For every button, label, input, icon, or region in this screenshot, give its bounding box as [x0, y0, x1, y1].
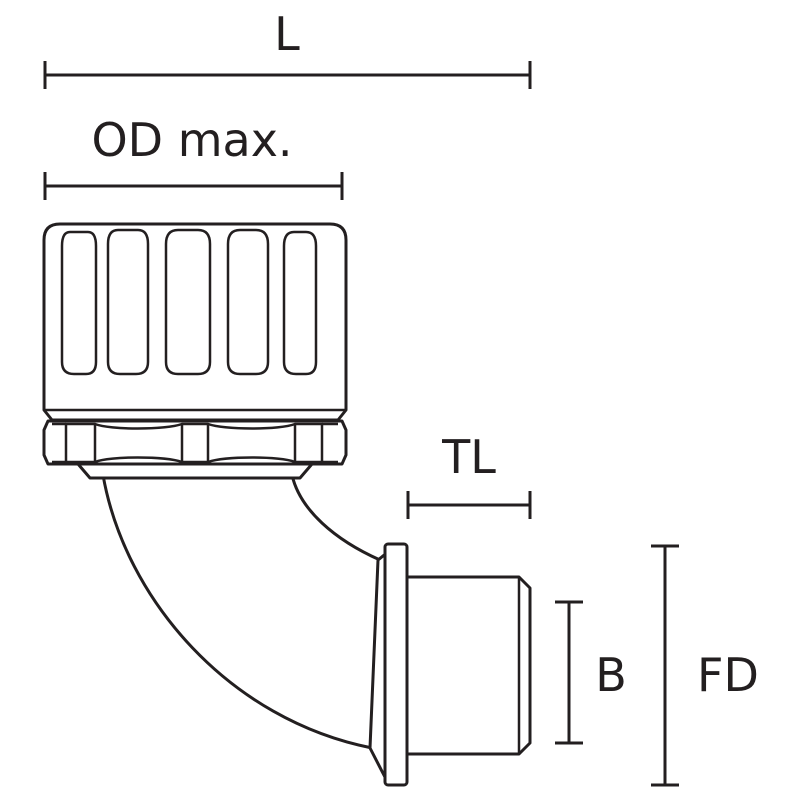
thread-section — [405, 575, 532, 756]
hex-facet-edge — [52, 422, 338, 464]
dimension-FD: FD — [651, 544, 759, 787]
grip-rib — [60, 230, 98, 376]
label-FD: FD — [697, 648, 759, 702]
label-B: B — [595, 648, 627, 702]
flange — [383, 542, 409, 787]
grip-rib — [106, 228, 150, 376]
grip-rib — [226, 228, 270, 376]
hex-nut-body — [42, 419, 348, 466]
label-L: L — [274, 7, 300, 61]
dimension-TL: TL — [406, 430, 532, 519]
hex-facet-curve — [94, 422, 183, 464]
elbow-pipe — [101, 473, 382, 750]
knurled-cap — [42, 222, 348, 422]
grip-rib — [282, 230, 318, 376]
dimension-B: B — [555, 600, 627, 745]
label-od-max: OD max. — [91, 113, 292, 167]
label-TL: TL — [441, 430, 496, 484]
threaded-end — [368, 542, 532, 787]
hex-nut — [42, 419, 348, 480]
grip-rib — [164, 228, 212, 376]
hex-nut-base-ring — [76, 462, 314, 480]
hex-facet-curve — [207, 422, 296, 464]
cap-body — [42, 222, 348, 422]
dimension-L: L — [43, 7, 532, 89]
dimension-od-max: OD max. — [43, 113, 344, 200]
elbow-body — [101, 473, 382, 750]
